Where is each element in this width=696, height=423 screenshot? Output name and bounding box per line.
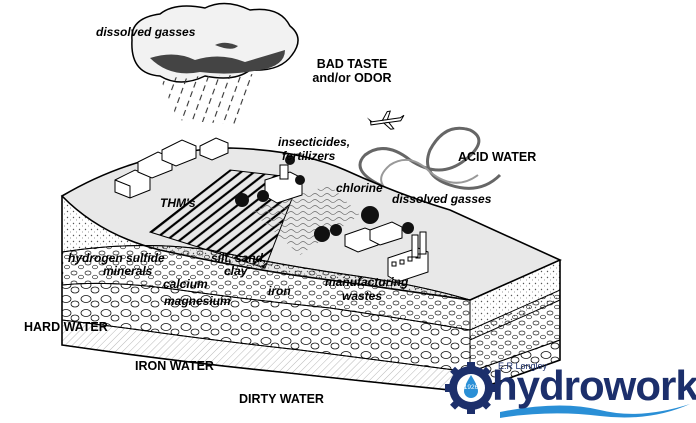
label-dissolved-gasses-right: dissolved gasses xyxy=(392,192,492,206)
label-clay: clay xyxy=(224,264,249,278)
label-hydrogen-sulfide: hydrogen sulfide xyxy=(68,251,165,265)
logo-wordmark: hydroworks xyxy=(492,362,696,409)
label-silt-sand: silt, sand, xyxy=(211,251,266,265)
label-and-or-odor: and/or ODOR xyxy=(312,71,391,85)
hydroworks-logo-mark xyxy=(445,362,690,418)
label-dirty-water: DIRTY WATER xyxy=(239,392,324,406)
label-iron-water: IRON WATER xyxy=(135,359,214,373)
rain-illustration xyxy=(160,74,255,125)
label-fertilizers: fertilizers xyxy=(282,149,336,163)
label-insecticides: insecticides, xyxy=(278,135,350,149)
houses-illustration xyxy=(114,137,403,253)
label-magnesium: magnesium xyxy=(164,294,231,308)
label-acid-water: ACID WATER xyxy=(458,150,536,164)
label-minerals: minerals xyxy=(103,264,153,278)
trees-illustration xyxy=(235,155,414,242)
label-chlorine: chlorine xyxy=(336,181,383,195)
label-bad-taste: BAD TASTE xyxy=(317,57,388,71)
label-calcium: calcium xyxy=(163,277,208,291)
logo-year: 1926 xyxy=(463,384,479,391)
factory-illustration xyxy=(387,231,429,283)
ground-cross-section xyxy=(60,147,562,393)
label-hard-water: HARD WATER xyxy=(24,320,108,334)
label-iron: iron xyxy=(268,284,291,298)
label-thms: THM's xyxy=(160,196,196,210)
label-wastes: wastes xyxy=(342,289,382,303)
cloud-illustration xyxy=(131,2,299,83)
label-dissolved-gasses-top: dissolved gasses xyxy=(96,25,196,39)
airplane-icon xyxy=(366,110,405,130)
label-manufacturing: manufacturing xyxy=(325,275,409,289)
logo-company-name: E.R Longley xyxy=(498,361,548,371)
